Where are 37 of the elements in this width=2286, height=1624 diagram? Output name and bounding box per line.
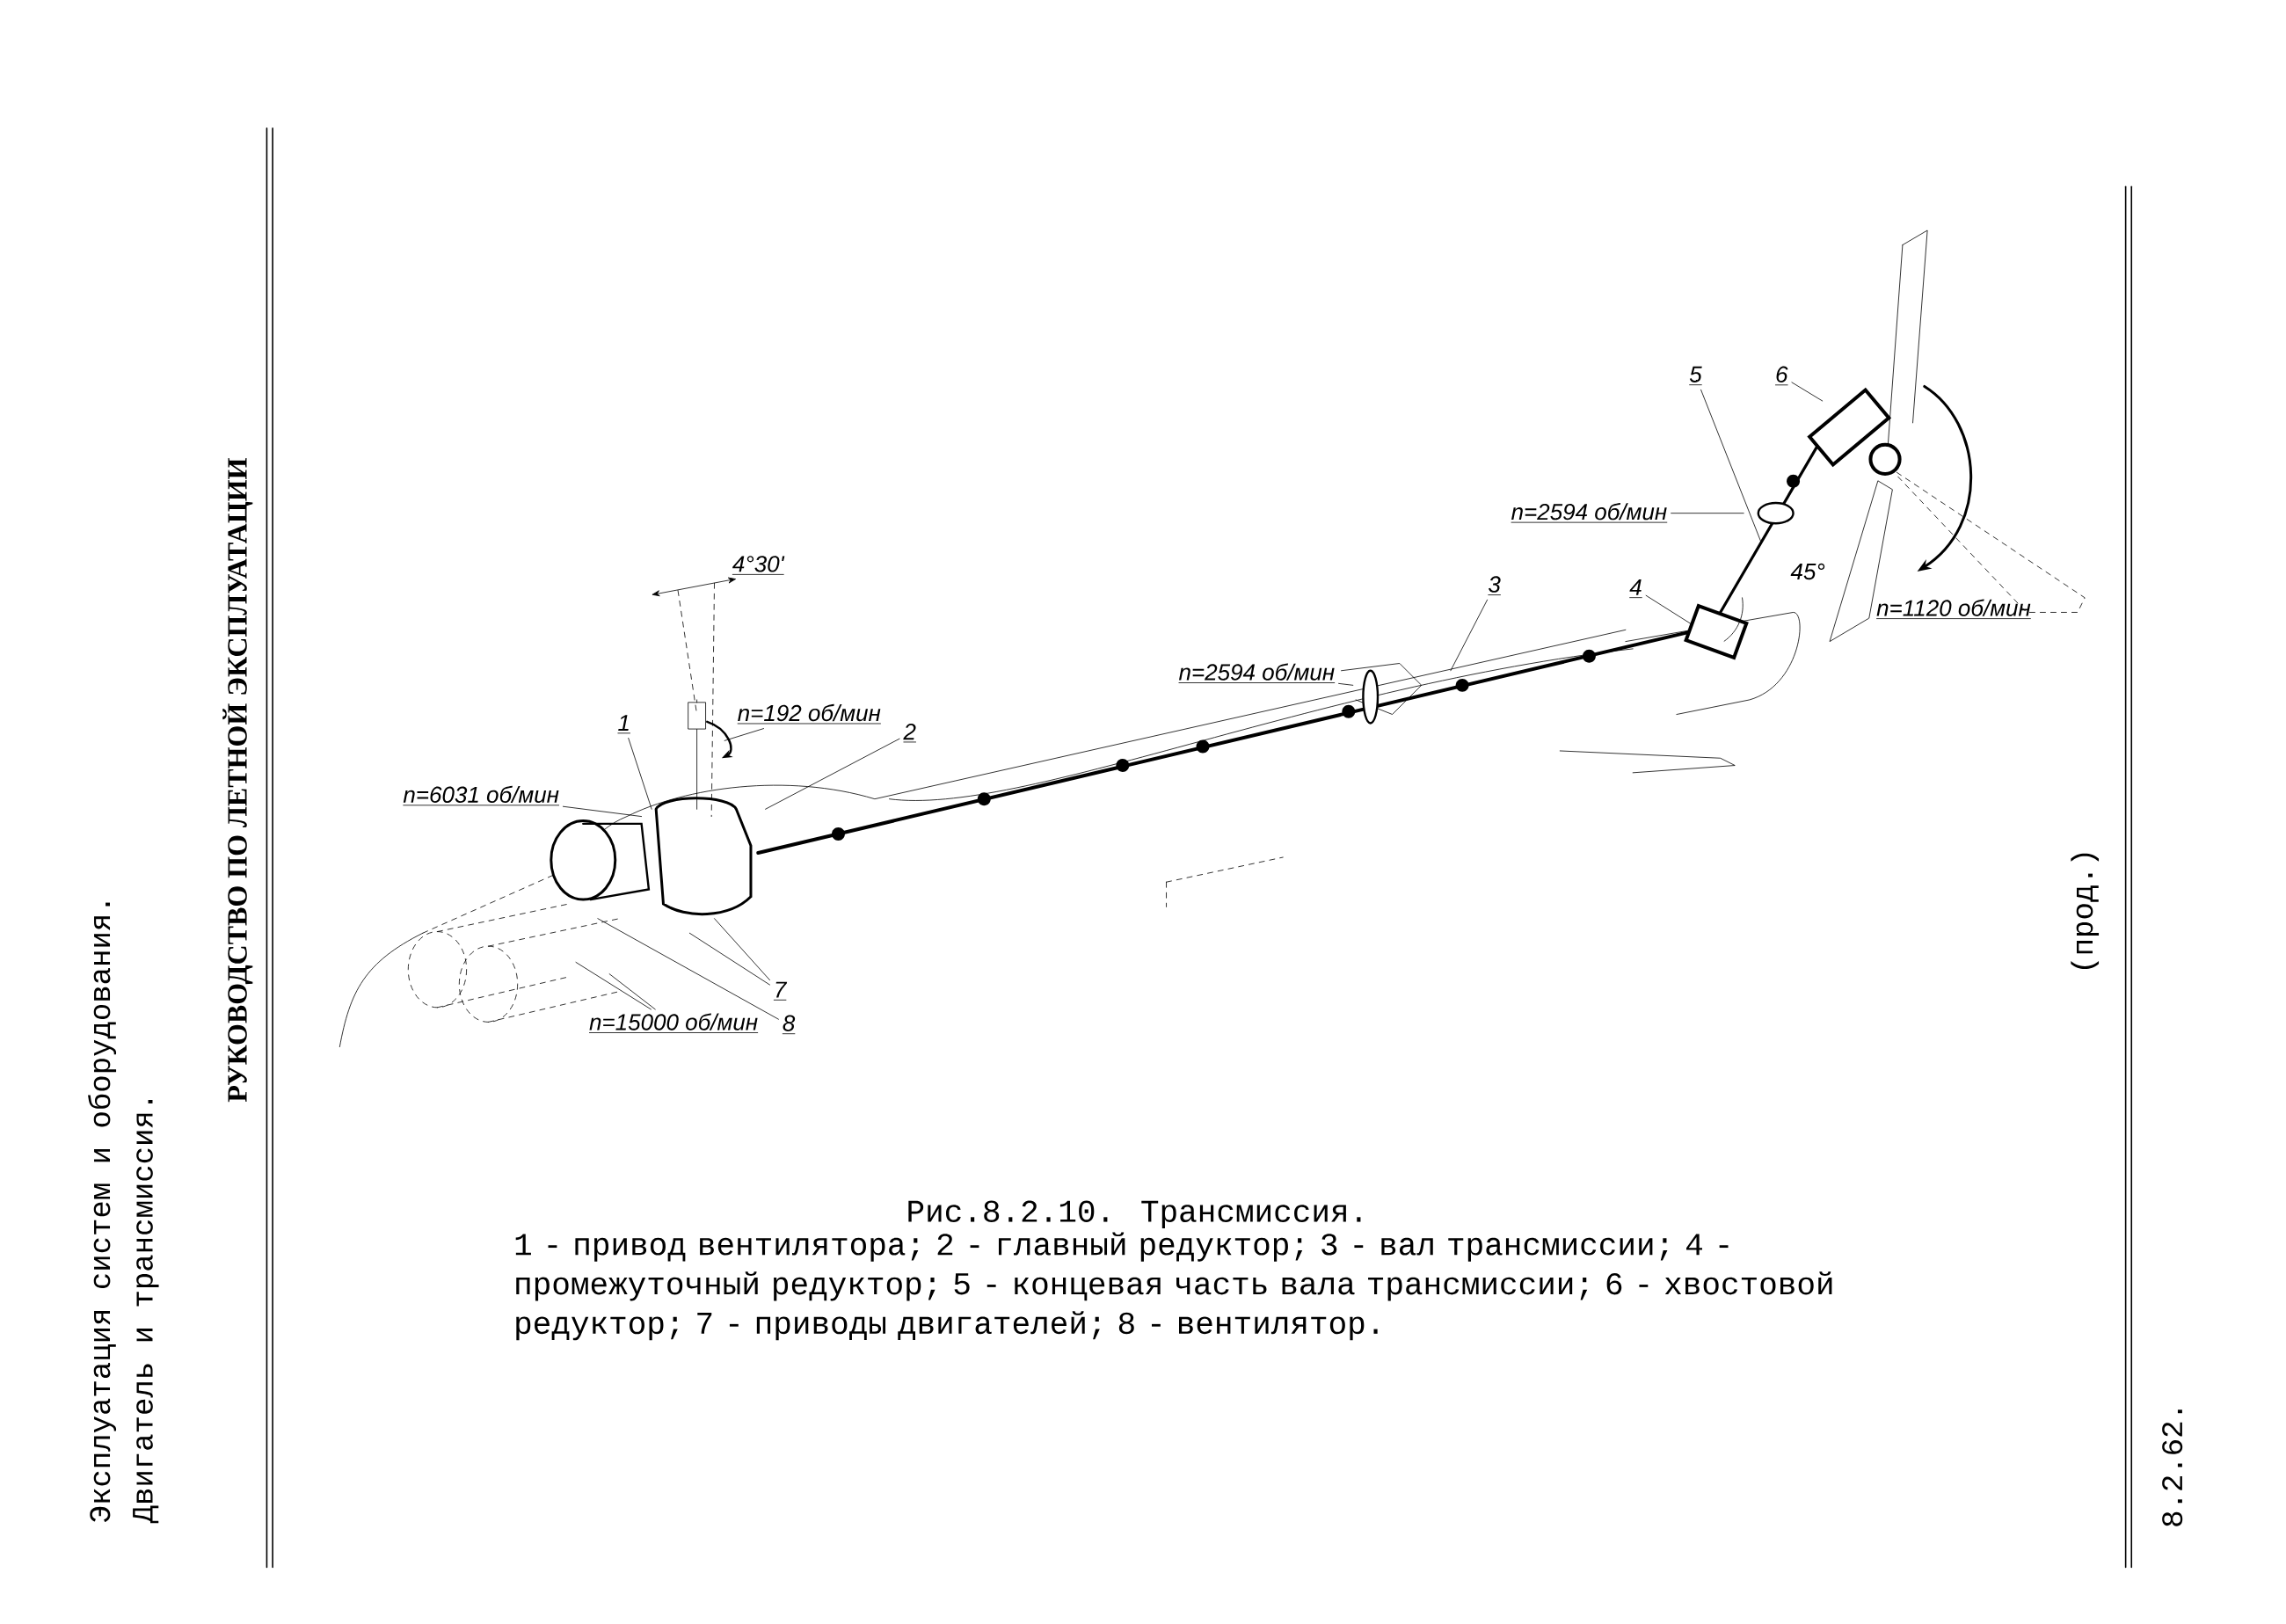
angle-label: 45° — [1790, 563, 1825, 580]
callout-number: 5 — [1688, 366, 1703, 385]
leader-line — [1791, 382, 1824, 402]
leader-line — [688, 932, 770, 986]
rotation-speed-label: n=15000 об/мин — [588, 1013, 759, 1033]
rotation-speed-label: n=192 об/мин — [737, 703, 882, 725]
figure-caption: 1 - привод вентилятора; 2 - главный редуктор; 3 - вал трансмиссии; 4 - промежуточный редуктор; 5 - концевая часть вала трансмиссии; 6 - хвостовой редуктор; 7 - приводы двигателей; 8 - вентилятор. — [515, 1232, 1832, 1341]
rotation-speed-label: n=2594 об/мин — [1178, 663, 1336, 683]
leader-line — [575, 961, 652, 1010]
manual-title: РУКОВОДСТВО ПО ЛЕТНОЙ ЭКСПЛУАТАЦИИ — [222, 458, 253, 1103]
callout-number: 3 — [1488, 576, 1502, 595]
leader-line — [1645, 594, 1692, 624]
leader-line — [1450, 599, 1488, 672]
side-heading: Двигатель и трансмиссия. — [133, 1099, 159, 1524]
leader-line — [1700, 389, 1762, 543]
callout-number: 1 — [617, 715, 631, 734]
angle-label: 4°30' — [732, 556, 785, 575]
callout-number: 2 — [903, 723, 917, 743]
leader-line — [1338, 682, 1354, 686]
rotation-speed-label: n=2594 об/мин — [1511, 502, 1668, 523]
callout-number: 8 — [782, 1015, 796, 1034]
continuation-note: (прод.) — [2071, 853, 2100, 969]
side-heading: Эксплуатация систем и оборудования. — [88, 902, 117, 1522]
leader-line — [608, 973, 656, 1010]
leader-line — [724, 728, 764, 741]
leader-line — [714, 918, 770, 980]
callout-number: 6 — [1774, 366, 1788, 386]
figure-title: Рис.8.2.10. Трансмиссия. — [908, 1200, 1361, 1228]
page-number: 8.2.62. — [2162, 1409, 2183, 1526]
rotation-speed-label: n=1120 об/мин — [1875, 599, 2032, 619]
leader-line — [597, 918, 779, 1020]
callout-number: 7 — [773, 981, 788, 1001]
leader-line — [628, 737, 652, 810]
rotation-speed-label: n=6031 об/мин — [403, 785, 560, 806]
callout-number: 4 — [1628, 579, 1643, 598]
leader-line — [563, 805, 642, 817]
leader-line — [765, 738, 900, 810]
